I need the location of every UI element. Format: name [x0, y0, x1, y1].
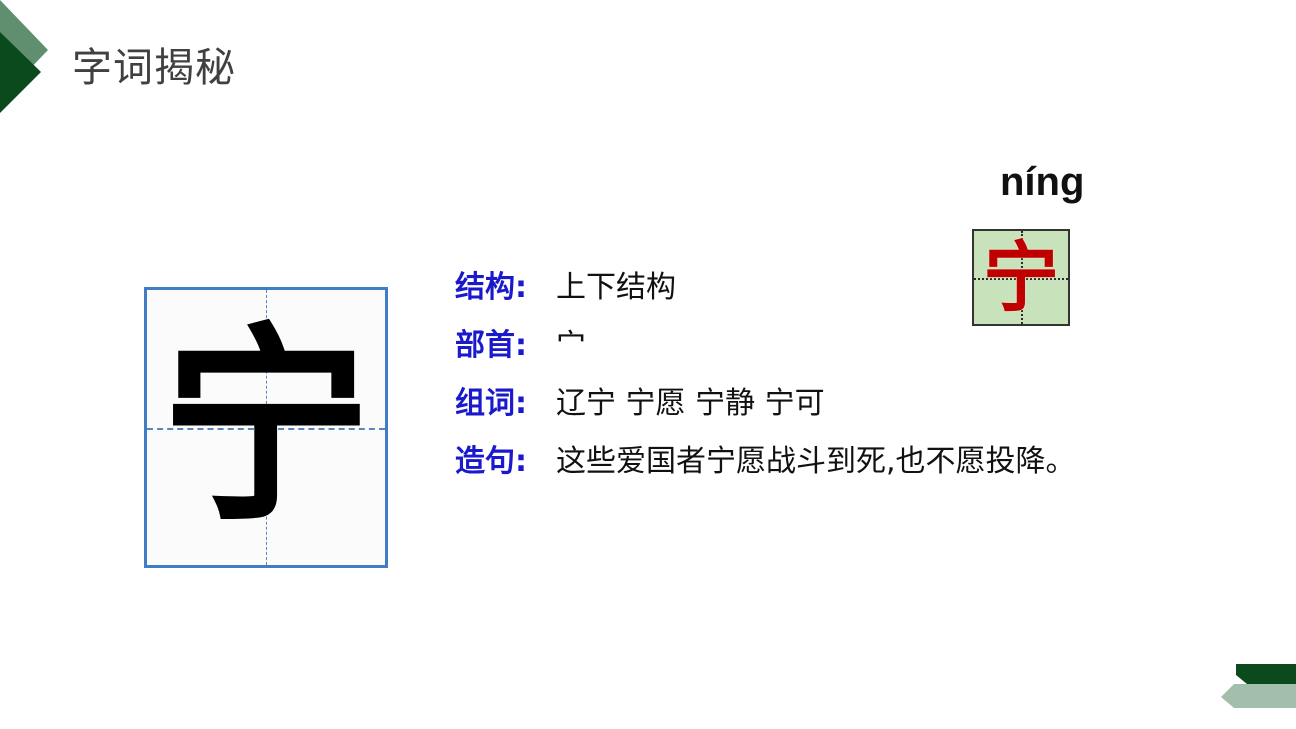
words-label: 组词:	[455, 386, 527, 421]
info-row-radical: 部首: 宀	[455, 320, 1076, 378]
arrow-chevron-icon	[1221, 664, 1296, 708]
structure-label: 结构:	[455, 270, 527, 305]
info-row-sentence: 造句: 这些爱国者宁愿战斗到死,也不愿投降。	[455, 436, 1076, 494]
words-value: 辽宁 宁愿 宁静 宁可	[556, 386, 825, 421]
large-character: 宁	[160, 303, 371, 550]
character-writing-grid: 宁	[144, 287, 388, 568]
radical-label: 部首:	[455, 328, 527, 363]
info-row-words: 组词: 辽宁 宁愿 宁静 宁可	[455, 378, 1076, 436]
tile-character: 宁	[983, 233, 1059, 322]
sentence-value: 这些爱国者宁愿战斗到死,也不愿投降。	[556, 444, 1076, 479]
page-title: 字词揭秘	[72, 45, 236, 91]
info-row-structure: 结构: 上下结构	[455, 262, 1076, 320]
sentence-label: 造句:	[455, 444, 527, 479]
character-tile: 宁	[972, 229, 1070, 326]
tile-horizontal-guide	[974, 277, 1068, 280]
structure-value: 上下结构	[556, 270, 676, 305]
pinyin: níng	[1000, 160, 1085, 204]
triangle-arrow-icon	[0, 0, 48, 113]
character-info: 结构: 上下结构 部首: 宀 组词: 辽宁 宁愿 宁静 宁可 造句: 这些爱国者…	[455, 262, 1076, 494]
radical-value: 宀	[556, 328, 586, 363]
grid-horizontal-guide	[147, 427, 385, 430]
